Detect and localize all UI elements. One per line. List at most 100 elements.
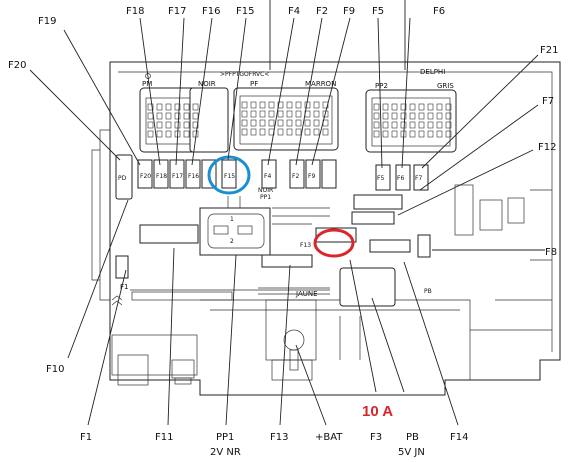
connector-pin [322, 101, 329, 109]
callout-pp1: PP1 [216, 432, 234, 443]
connector-pin [183, 121, 190, 129]
connector-pin [304, 119, 311, 127]
callout-f21: F21 [540, 45, 558, 56]
connector-label-marron: MARRON [305, 80, 336, 88]
connector-pin [183, 130, 190, 138]
fuse-f9-mark: F9 [308, 173, 315, 180]
connector-pin [409, 112, 416, 120]
connector-pin [418, 130, 425, 138]
fuse-f7-mark: F7 [415, 175, 422, 182]
fuse-f4-mark: F4 [264, 173, 271, 180]
callout-f4: F4 [288, 6, 300, 17]
connector-pin [192, 121, 199, 129]
connector-pin [268, 119, 275, 127]
connector-pin [259, 128, 266, 136]
connector-pp2: PP2 DELPHI GRIS [365, 68, 457, 153]
highlight-blue-circle [207, 155, 251, 195]
callout-f14: F14 [450, 432, 468, 443]
connector-pin [250, 128, 257, 136]
callout-f13: F13 [270, 432, 288, 443]
brand-label: DELPHI [420, 68, 445, 76]
connector-label-pb: PB [424, 288, 432, 295]
fuse-f12-slot [353, 194, 403, 210]
connector-pin [286, 110, 293, 118]
connector-pin [268, 110, 275, 118]
connector-pins [147, 101, 452, 138]
connector-pin [174, 103, 181, 111]
callout-f20: F20 [8, 60, 26, 71]
connector-pin [313, 101, 320, 109]
callout-f12: F12 [538, 142, 556, 153]
connector-pin [277, 101, 284, 109]
connector-pin [313, 128, 320, 136]
connector-pin [286, 128, 293, 136]
connector-pin [418, 112, 425, 120]
callout-f16: F16 [202, 6, 220, 17]
connector-label-pm: PM [142, 80, 152, 88]
connector-pb [339, 267, 396, 307]
connector-pin [418, 103, 425, 111]
connector-pin [427, 112, 434, 120]
fuse-row: F20 F18 F17 F16 F15 F4 F2 F9 F5 F6 F7 PD [115, 154, 429, 200]
connector-pin [427, 103, 434, 111]
connector-pin [183, 112, 190, 120]
connector-pin [445, 130, 452, 138]
fuse-f17 [169, 159, 185, 189]
connector-pin [165, 121, 172, 129]
connector-pin [382, 121, 389, 129]
connector-pin [382, 130, 389, 138]
svg-text:1: 1 [230, 216, 234, 223]
callout-bat: +BAT [315, 432, 343, 443]
fuse-f18 [153, 159, 169, 189]
connector-pin [165, 112, 172, 120]
brand-chevron-icon [111, 295, 123, 306]
connector-pin [391, 112, 398, 120]
fuse-f20 [137, 159, 153, 189]
connector-pd [115, 154, 133, 200]
callout-f7: F7 [542, 96, 554, 107]
connector-pin [436, 130, 443, 138]
connector-pin [445, 112, 452, 120]
connector-pin [400, 103, 407, 111]
connector-pin [409, 103, 416, 111]
connector-pin [277, 110, 284, 118]
connector-pin [156, 103, 163, 111]
connector-pin [165, 103, 172, 111]
rating-annotation: 10 A [362, 403, 393, 420]
fuse-f1-mark: F1 [120, 283, 128, 291]
fuse-f7 [413, 164, 429, 191]
connector-pin [427, 130, 434, 138]
connector-pin [373, 121, 380, 129]
connector-pin [156, 112, 163, 120]
callout-f3: F3 [370, 432, 382, 443]
connector-pin [436, 121, 443, 129]
connector-pin [409, 130, 416, 138]
connector-pin [295, 101, 302, 109]
connector-pin [436, 103, 443, 111]
fuse-f13-mark: F13 [300, 242, 311, 249]
connector-pin [147, 130, 154, 138]
callout-f15: F15 [236, 6, 254, 17]
callout-f10: F10 [46, 364, 64, 375]
connector-pin [286, 101, 293, 109]
callout-f9: F9 [343, 6, 355, 17]
connector-pin [241, 101, 248, 109]
connector-pin [373, 112, 380, 120]
callout-f2: F2 [316, 6, 328, 17]
connector-pin [147, 103, 154, 111]
connector-pin [400, 121, 407, 129]
connector-pin [241, 119, 248, 127]
connector-pin [241, 110, 248, 118]
fuse-f15-mark: F15 [224, 173, 235, 180]
connector-pin [400, 112, 407, 120]
fuse-f15 [221, 159, 237, 189]
connector-label-pp2: PP2 [375, 82, 388, 90]
connector-label-gris: GRIS [437, 82, 454, 90]
callout-f1: F1 [80, 432, 92, 443]
fuse-f20-mark: F20 [140, 173, 151, 180]
highlight-red-circle [313, 228, 355, 258]
connector-pin [156, 130, 163, 138]
callout-f18: F18 [126, 6, 144, 17]
fuse-f6 [395, 164, 411, 191]
